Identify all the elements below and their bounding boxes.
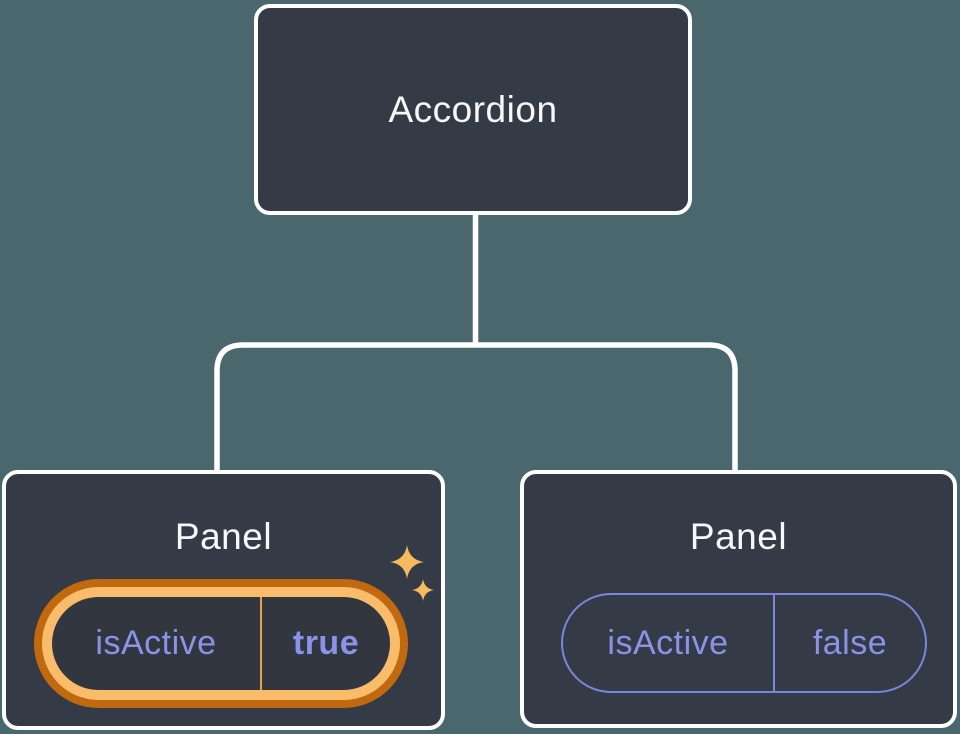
node-title-panel-active: Panel bbox=[174, 516, 273, 557]
prop-name-cell: isActive bbox=[52, 597, 260, 690]
component-node-accordion: Accordion bbox=[254, 4, 692, 215]
node-title-panel-inactive: Panel bbox=[689, 516, 788, 557]
prop-value-cell: true bbox=[260, 597, 390, 690]
prop-value-label: false bbox=[812, 623, 888, 662]
prop-pill-inactive: isActive false bbox=[561, 593, 927, 693]
prop-name-label: isActive bbox=[607, 623, 729, 662]
prop-name-cell: isActive bbox=[563, 595, 773, 691]
prop-pill-active: isActive true bbox=[42, 587, 400, 700]
component-node-panel-active: Panel isActive true bbox=[2, 470, 445, 730]
prop-name-label: isActive bbox=[95, 624, 217, 662]
prop-value-cell: false bbox=[773, 595, 925, 691]
prop-value-label: true bbox=[292, 624, 360, 662]
node-title-accordion: Accordion bbox=[388, 88, 558, 130]
component-node-panel-inactive: Panel isActive false bbox=[520, 470, 957, 728]
